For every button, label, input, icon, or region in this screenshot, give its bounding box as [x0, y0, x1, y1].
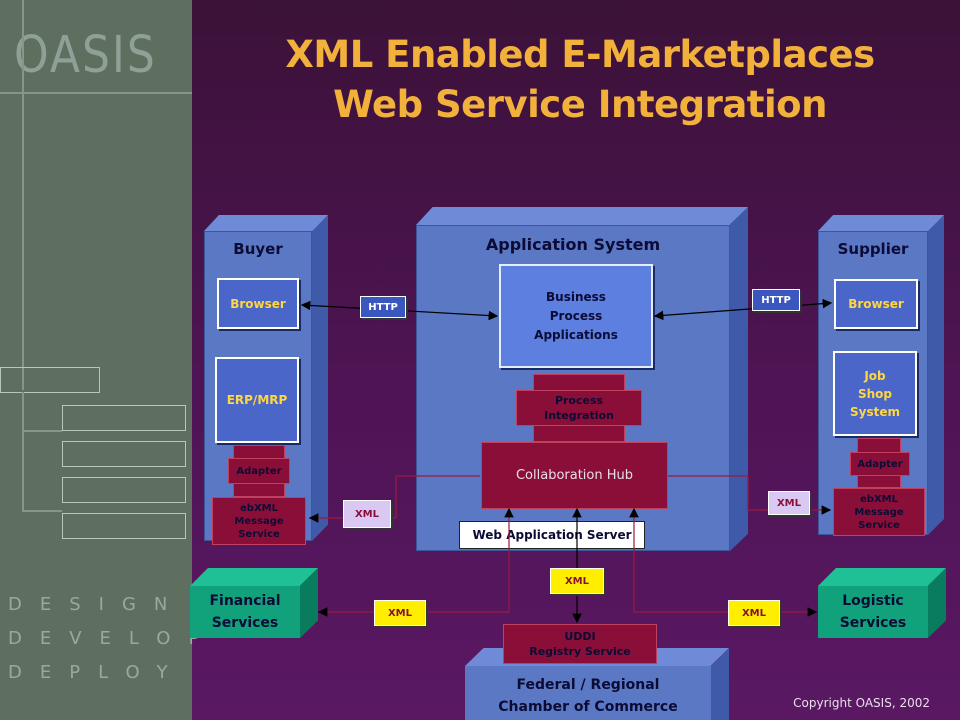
sidebar-branch-line — [22, 510, 62, 512]
title-line-1: XML Enabled E-Marketplaces — [285, 33, 875, 76]
title-line-2: Web Service Integration — [333, 83, 827, 126]
sidebar: OASIS DESIGN DEVELOP DEPLOY — [0, 0, 199, 720]
sidebar-rule — [0, 92, 192, 94]
supplier-column-side — [928, 215, 944, 535]
app-column-top — [416, 207, 748, 225]
buyer-browser: Browser — [217, 278, 299, 329]
sidebar-box — [62, 513, 186, 539]
xml-tag-logistic: XML — [728, 600, 780, 626]
xml-tag-buyer: XML — [343, 500, 391, 528]
financial-services: Financial Services — [190, 586, 300, 638]
supplier-ebxml-message-service: ebXML Message Service — [833, 488, 925, 536]
process-integration: Process Integration — [516, 390, 642, 426]
xml-tag-supplier: XML — [768, 491, 810, 515]
buyer-label: Buyer — [233, 240, 283, 258]
federal-side — [711, 648, 729, 720]
job-shop-system: Job Shop System — [833, 351, 917, 436]
xml-tag-uddi: XML — [550, 568, 604, 594]
supplier-column-top — [818, 215, 944, 231]
buyer-adapter: Adapter — [228, 458, 290, 484]
buyer-erp-mrp: ERP/MRP — [215, 357, 299, 443]
sidebar-word-design: DESIGN — [8, 594, 186, 615]
sidebar-word-deploy: DEPLOY — [8, 662, 186, 683]
supplier-browser: Browser — [834, 279, 918, 329]
business-process-applications: Business Process Applications — [499, 264, 653, 368]
app-system-label: Application System — [485, 235, 661, 254]
uddi-registry-service: UDDI Registry Service — [503, 624, 657, 664]
xml-buyer-link — [308, 475, 480, 523]
collaboration-hub: Collaboration Hub — [481, 442, 668, 509]
process-integration-label: Process Integration — [544, 394, 614, 422]
buyer-column-side — [312, 215, 328, 541]
http-right-link — [653, 298, 833, 321]
xml-logistic-link — [629, 507, 818, 617]
financial-side — [300, 568, 318, 638]
oasis-logo: OASIS — [14, 26, 157, 85]
sidebar-word-develop: DEVELOP — [8, 628, 218, 649]
sidebar-branch-line — [22, 430, 62, 432]
supplier-label: Supplier — [837, 240, 909, 258]
sidebar-vertical-rule — [22, 0, 24, 390]
financial-top — [190, 568, 318, 586]
xml-tag-financial: XML — [374, 600, 426, 626]
sidebar-branch-line — [22, 392, 24, 512]
copyright: Copyright OASIS, 2002 — [793, 696, 930, 710]
logistic-side — [928, 568, 946, 638]
http-tag-left: HTTP — [360, 296, 406, 318]
sidebar-box — [62, 477, 186, 503]
buyer-column-top — [204, 215, 328, 231]
sidebar-box — [62, 441, 186, 467]
http-tag-right: HTTP — [752, 289, 800, 311]
page-title: XML Enabled E-Marketplaces Web Service I… — [200, 30, 960, 130]
supplier-adapter: Adapter — [850, 452, 910, 476]
app-column-side — [730, 207, 748, 551]
logistic-services: Logistic Services — [818, 586, 928, 638]
logistic-top — [818, 568, 946, 586]
federal-regional-chamber: Federal / Regional Chamber of Commerce — [465, 666, 711, 720]
sidebar-box — [62, 405, 186, 431]
buyer-ebxml-message-service: ebXML Message Service — [212, 497, 306, 545]
sidebar-box — [0, 367, 100, 393]
